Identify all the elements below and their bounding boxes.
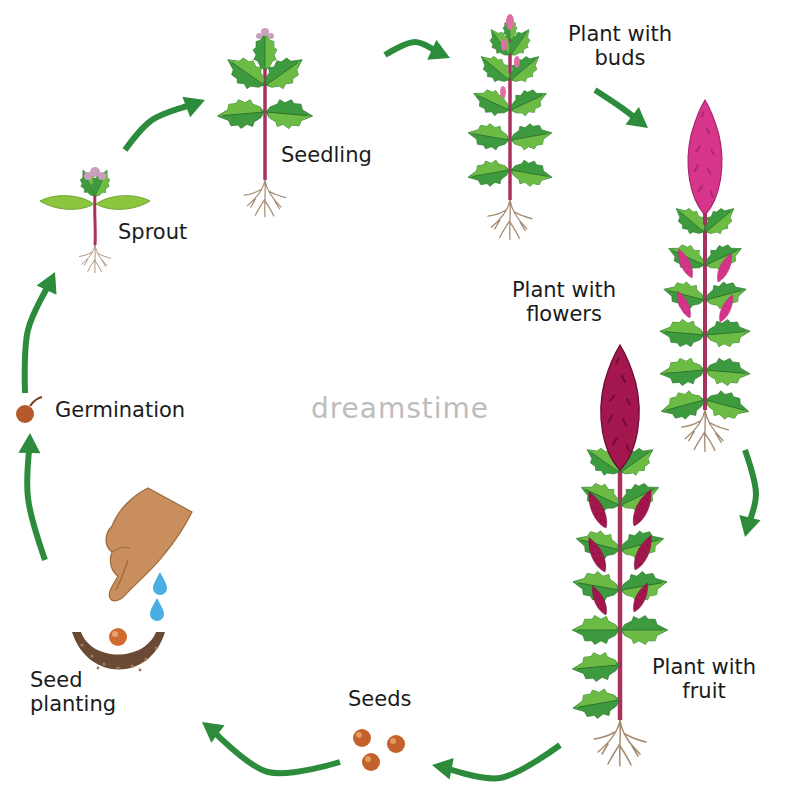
cycle-arrow (125, 97, 205, 150)
germinating-seed (16, 397, 42, 423)
arrow-shaft (444, 745, 560, 778)
fruiting-plant (570, 345, 669, 766)
stage-label: Seed planting (30, 668, 134, 716)
stage-node: Plant with flowers (500, 128, 790, 450)
stage-label: Sprout (118, 220, 187, 244)
cycle-arrow (595, 90, 648, 128)
stage-label: Seeds (348, 687, 411, 711)
arrow-head (37, 272, 57, 295)
cycle-arrow (739, 450, 760, 537)
stage-node: Sprout (40, 150, 200, 272)
stage-node: Plant with fruit (560, 537, 785, 790)
seedling-plant (216, 28, 314, 217)
stage-node: Germination (10, 393, 215, 433)
sprout-plant (40, 166, 150, 272)
planting-hand (106, 488, 192, 621)
stage-node: Seed planting (25, 560, 202, 730)
arrow-shaft (212, 729, 340, 773)
arrow-head (739, 515, 760, 537)
watermark-text: dreamstime (311, 392, 489, 425)
stage-node: Seedling (205, 25, 385, 215)
arrow-head (182, 97, 205, 118)
arrow-head (202, 722, 225, 743)
stage-label: Plant with buds (558, 22, 682, 70)
stage-label: Germination (55, 398, 185, 422)
cycle-arrow (202, 722, 340, 773)
cycle-arrow (432, 745, 560, 780)
cycle-arrow (385, 40, 450, 60)
stage-node: Plant with buds (450, 10, 690, 90)
stage-label: Plant with flowers (502, 278, 626, 326)
stage-label: Plant with fruit (642, 655, 766, 703)
cycle-arrow (18, 433, 45, 560)
arrow-shaft (745, 450, 756, 525)
soil-bed (72, 628, 165, 671)
flowering-plant (658, 100, 752, 451)
cycle-arrow (25, 272, 57, 393)
arrow-shaft (125, 104, 194, 150)
arrow-head (427, 40, 450, 60)
arrow-head (625, 107, 648, 128)
stage-label: Seedling (281, 143, 372, 167)
arrow-shaft (25, 283, 50, 393)
arrow-head (432, 758, 454, 780)
arrow-shaft (27, 445, 45, 560)
stage-node: Seeds (340, 685, 432, 775)
budding-plant (466, 14, 554, 239)
seed-group (353, 729, 405, 771)
arrow-head (18, 433, 40, 453)
